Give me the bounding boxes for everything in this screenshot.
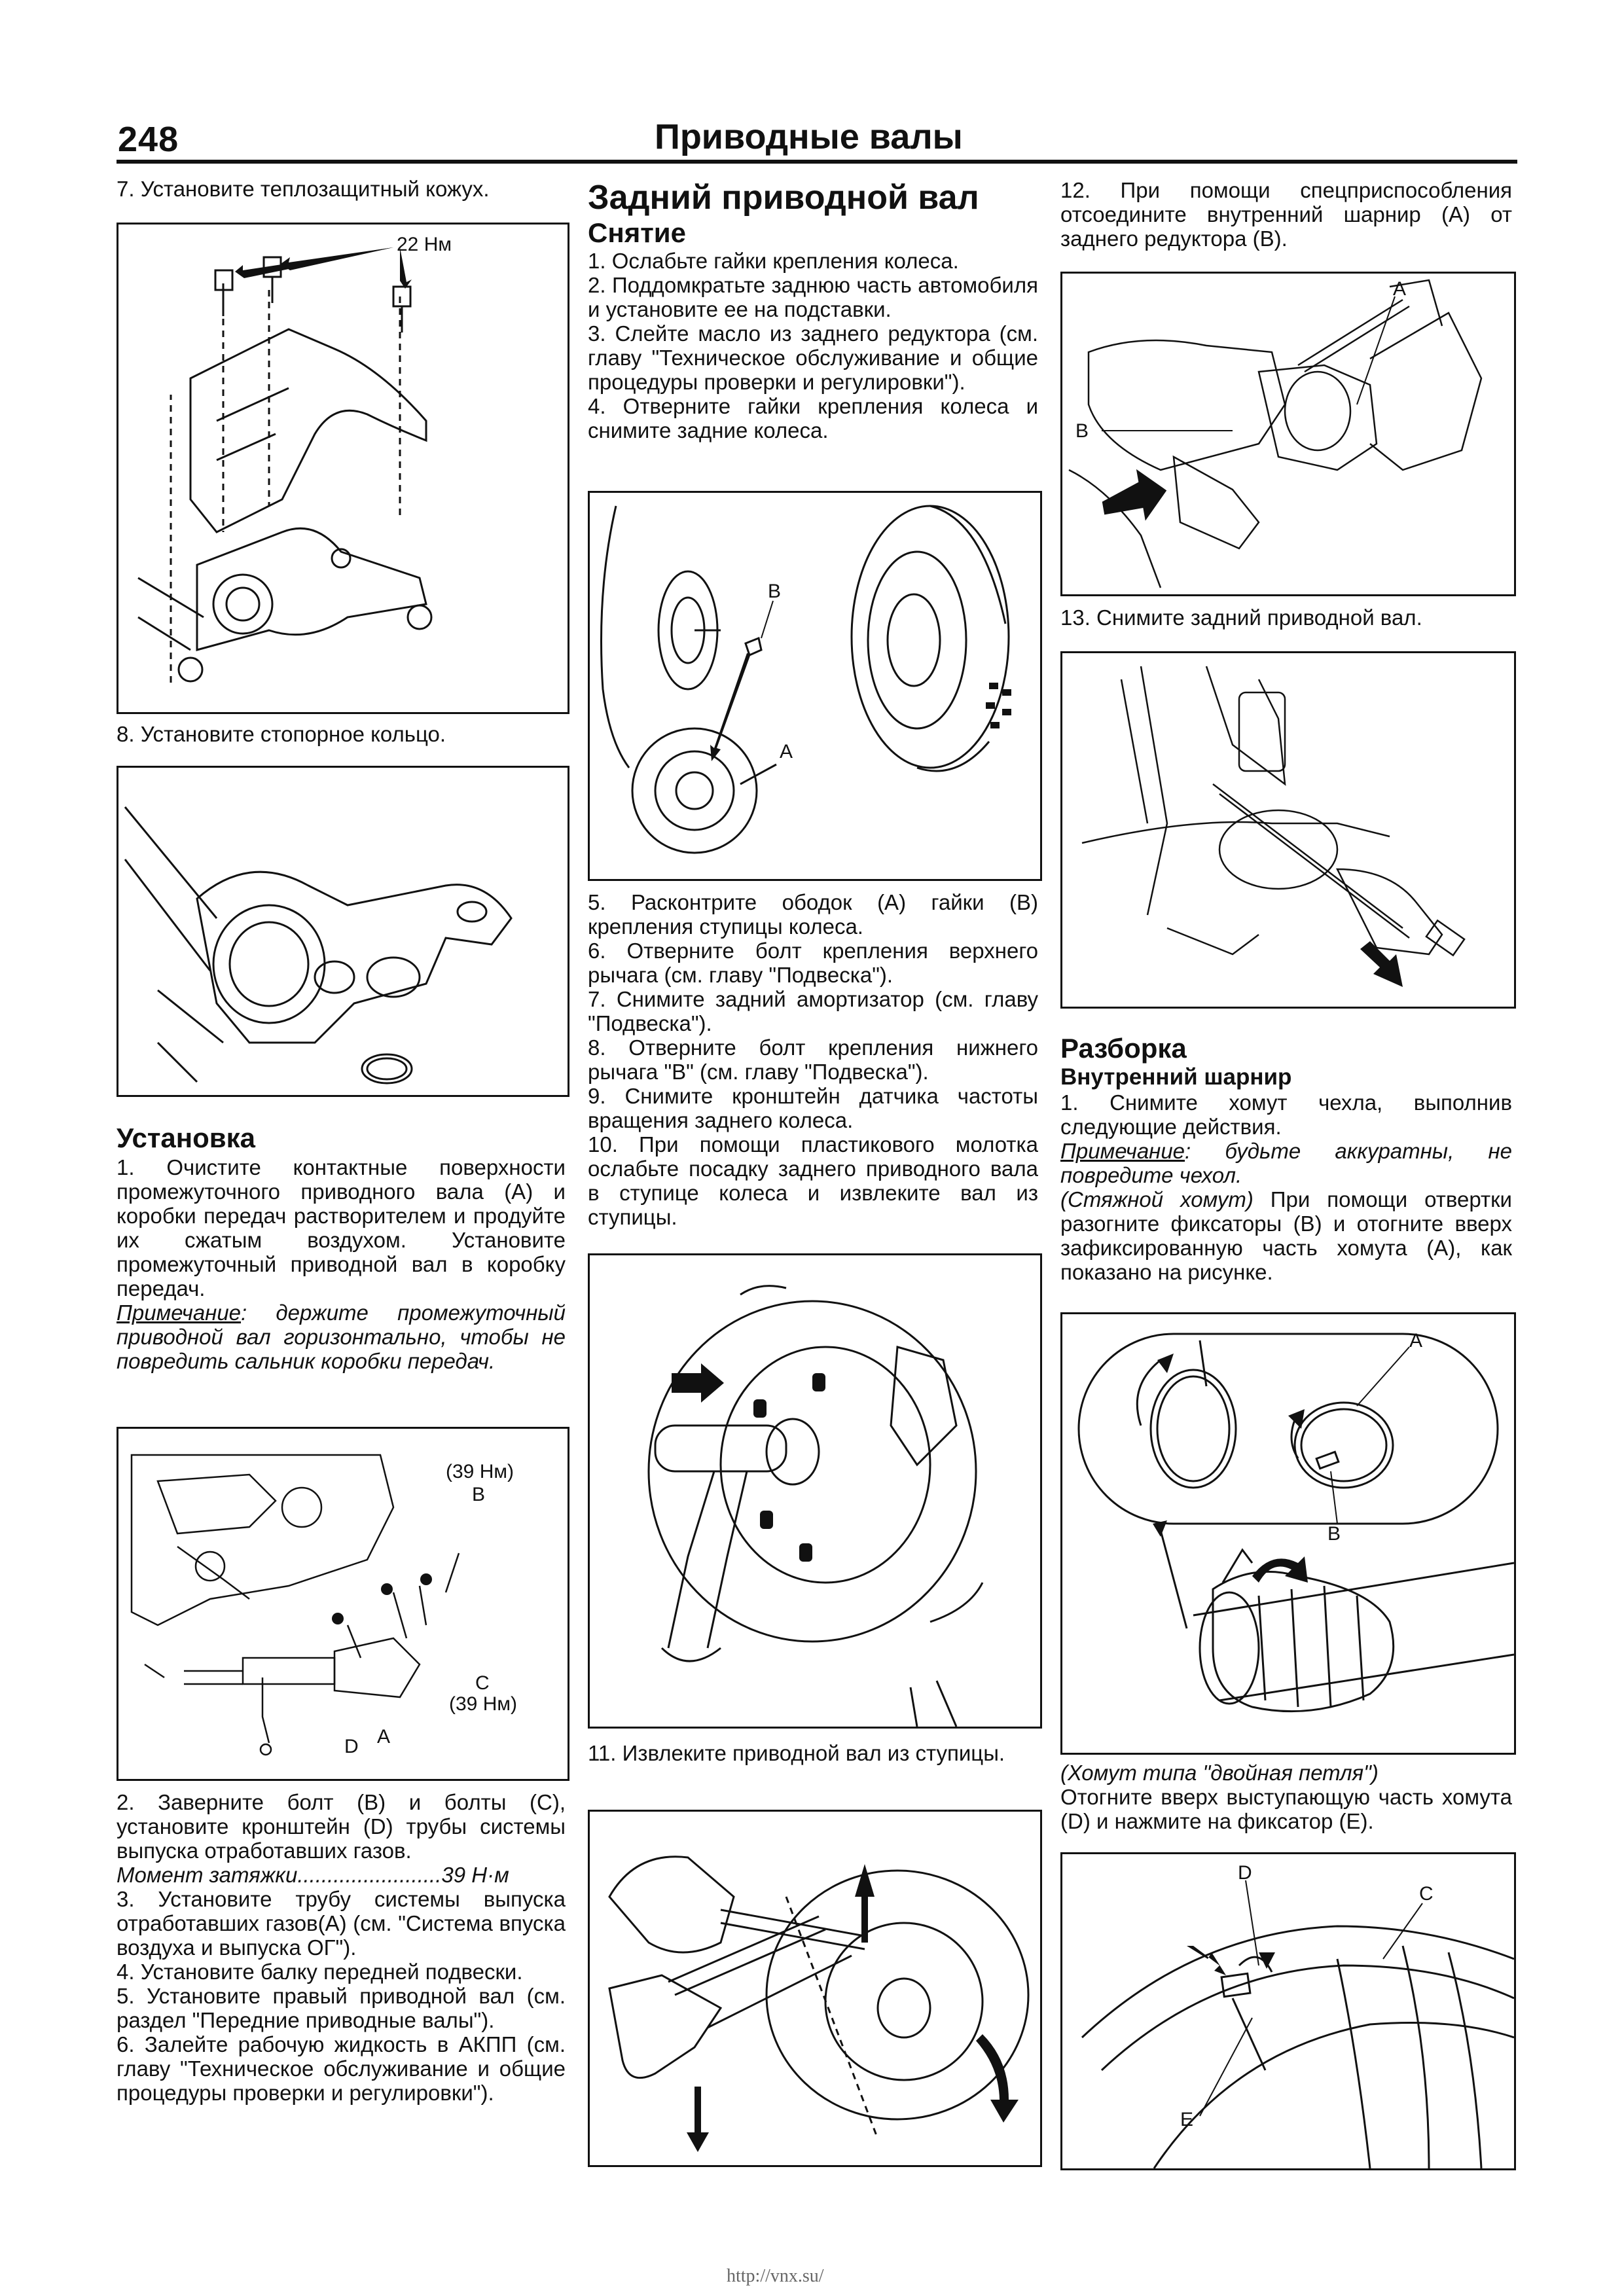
removal-step-9: 9. Снимите кронштейн датчика частоты вра…: [588, 1084, 1038, 1132]
heat-shield-drawing: 22 Нм: [137, 234, 452, 683]
removal-step-5: 5. Расконтрите ободок (A) гайки (B) креп…: [588, 890, 1038, 939]
inner-joint-subheading: Внутренний шарнир: [1060, 1064, 1292, 1090]
column-left: 7. Установите теплозащитный кожух.: [117, 177, 566, 201]
inner-joint-drawing: A B: [1068, 278, 1483, 588]
fig3-bolt-c-torque: (39 Нм): [449, 1693, 517, 1715]
figure-extract-shaft: [588, 1810, 1042, 2167]
fig4-label-a: A: [780, 741, 793, 762]
column-middle: Задний приводной вал Снятие 1. Ослабьте …: [588, 178, 1038, 442]
install-step-6: 6. Залейте рабочую жидкость в АКПП (см. …: [117, 2032, 566, 2105]
clamp-instruction: При помощи отвертки разогните фиксаторы …: [1060, 1187, 1512, 1284]
removal-step-11: 11. Извлеките приводной вал из ступицы.: [588, 1741, 1005, 1765]
fig4-label-b: B: [768, 581, 781, 602]
fig3-bolt-b-torque: (39 Нм): [446, 1461, 514, 1482]
removal-step-2: 2. Поддомкратьте заднюю часть автомобиля…: [588, 273, 1038, 321]
install-step-5: 5. Установите правый приводной вал (см. …: [117, 1984, 566, 2032]
figure-exhaust-bracket: (39 Нм) B C (39 Нм) D A: [117, 1427, 569, 1781]
figure-hammer-hub: [588, 1253, 1042, 1729]
fig3-label-c: C: [475, 1672, 490, 1694]
page-number: 248: [118, 120, 179, 159]
double-loop-instruction: Отогните вверх выступающую часть хомута …: [1060, 1785, 1512, 1833]
removal-step-3: 3. Слейте масло из заднего редуктора (см…: [588, 321, 1038, 394]
clamp-release-drawing: A B: [1077, 1330, 1514, 1713]
disassembly-note-label: Примечание: [1060, 1139, 1185, 1163]
figure-clamp-release: A B: [1060, 1312, 1516, 1755]
double-loop-drawing: D C E: [1081, 1862, 1514, 2168]
removal-step-4: 4. Отверните гайки крепления колеса и сн…: [588, 394, 1038, 442]
install-step-4: 4. Установите балку передней подвески.: [117, 1960, 523, 1984]
figure-snap-ring: [117, 766, 569, 1097]
footer-url: http://vnx.su/: [727, 2266, 824, 2286]
fig10-label-e: E: [1180, 2109, 1193, 2130]
fig9-label-b: B: [1327, 1523, 1341, 1545]
step-8: 8. Установите стопорное кольцо.: [117, 722, 446, 746]
fig10-label-d: D: [1238, 1862, 1252, 1884]
fig3-label-b: B: [472, 1484, 485, 1505]
install-note-label: Примечание: [117, 1300, 242, 1325]
figure-inner-joint: A B: [1060, 272, 1516, 596]
fig7-label-a: A: [1393, 278, 1406, 300]
inset-frame: [1077, 1333, 1499, 1525]
removal-step-6: 6. Отверните болт крепления верхнего рыч…: [588, 939, 1038, 987]
header-rule: [117, 160, 1517, 164]
fig3-label-a: A: [377, 1726, 390, 1748]
step-7: 7. Установите теплозащитный кожух.: [117, 177, 490, 201]
install-step-2: 2. Заверните болт (B) и болты (C), устан…: [117, 1790, 566, 1863]
install-note-text: : держите промежуточный приводной вал го…: [117, 1300, 566, 1373]
figure-heat-shield: 22 Нм: [117, 223, 569, 714]
removal-step-1: 1. Ослабьте гайки крепления колеса.: [588, 249, 959, 273]
torque-spec: Момент затяжки........................39…: [117, 1863, 509, 1887]
figure-wheel-removal: B A: [588, 491, 1042, 881]
column-right: 12. При помощи спецприспособления отсоед…: [1060, 178, 1512, 251]
section-disassembly-heading: Разборка: [1060, 1033, 1187, 1064]
section-rear-shaft-heading: Задний приводной вал: [588, 179, 979, 217]
fig7-label-b: B: [1075, 420, 1089, 442]
removal-step-7: 7. Снимите задний амортизатор (см. главу…: [588, 987, 1038, 1035]
snap-ring-drawing: [124, 806, 513, 1085]
section-install-heading: Установка: [117, 1122, 255, 1153]
install-step-1: 1. Очистите контактные поверхности проме…: [117, 1155, 566, 1300]
removal-step-8: 8. Отверните болт крепления нижнего рыча…: [588, 1035, 1038, 1084]
fig3-label-d: D: [344, 1736, 359, 1757]
removal-step-13: 13. Снимите задний приводной вал.: [1060, 605, 1422, 630]
hammer-hub-drawing: [647, 1285, 984, 1727]
figure-remove-shaft: [1060, 651, 1516, 1009]
page-title: Приводные валы: [655, 117, 963, 156]
removal-step-12: 12. При помощи спецприспособления отсоед…: [1060, 178, 1512, 251]
disassembly-step-1: 1. Снимите хомут чехла, выполнив следующ…: [1060, 1090, 1512, 1139]
remove-shaft-drawing: [1081, 666, 1466, 987]
wheel-removal-drawing: B A: [600, 505, 1011, 854]
fig10-label-c: C: [1419, 1883, 1434, 1905]
double-loop-label: (Хомут типа "двойная петля"): [1060, 1761, 1379, 1785]
fig9-label-a: A: [1409, 1330, 1422, 1352]
exhaust-bracket-drawing: (39 Нм) B C (39 Нм) D A: [130, 1454, 517, 1757]
removal-subheading: Снятие: [588, 217, 686, 248]
clamp-type-label: (Стяжной хомут): [1060, 1187, 1254, 1211]
figure-double-loop-clamp: D C E: [1060, 1852, 1516, 2170]
disassembly-note-text: : будьте аккуратны, не повредите чехол.: [1060, 1139, 1512, 1187]
extract-shaft-drawing: [608, 1856, 1030, 2152]
removal-step-10: 10. При помощи пластикового молотка осла…: [588, 1132, 1038, 1229]
fig1-torque-label: 22 Нм: [397, 234, 452, 255]
install-step-3: 3. Установите трубу системы выпуска отра…: [117, 1887, 566, 1960]
